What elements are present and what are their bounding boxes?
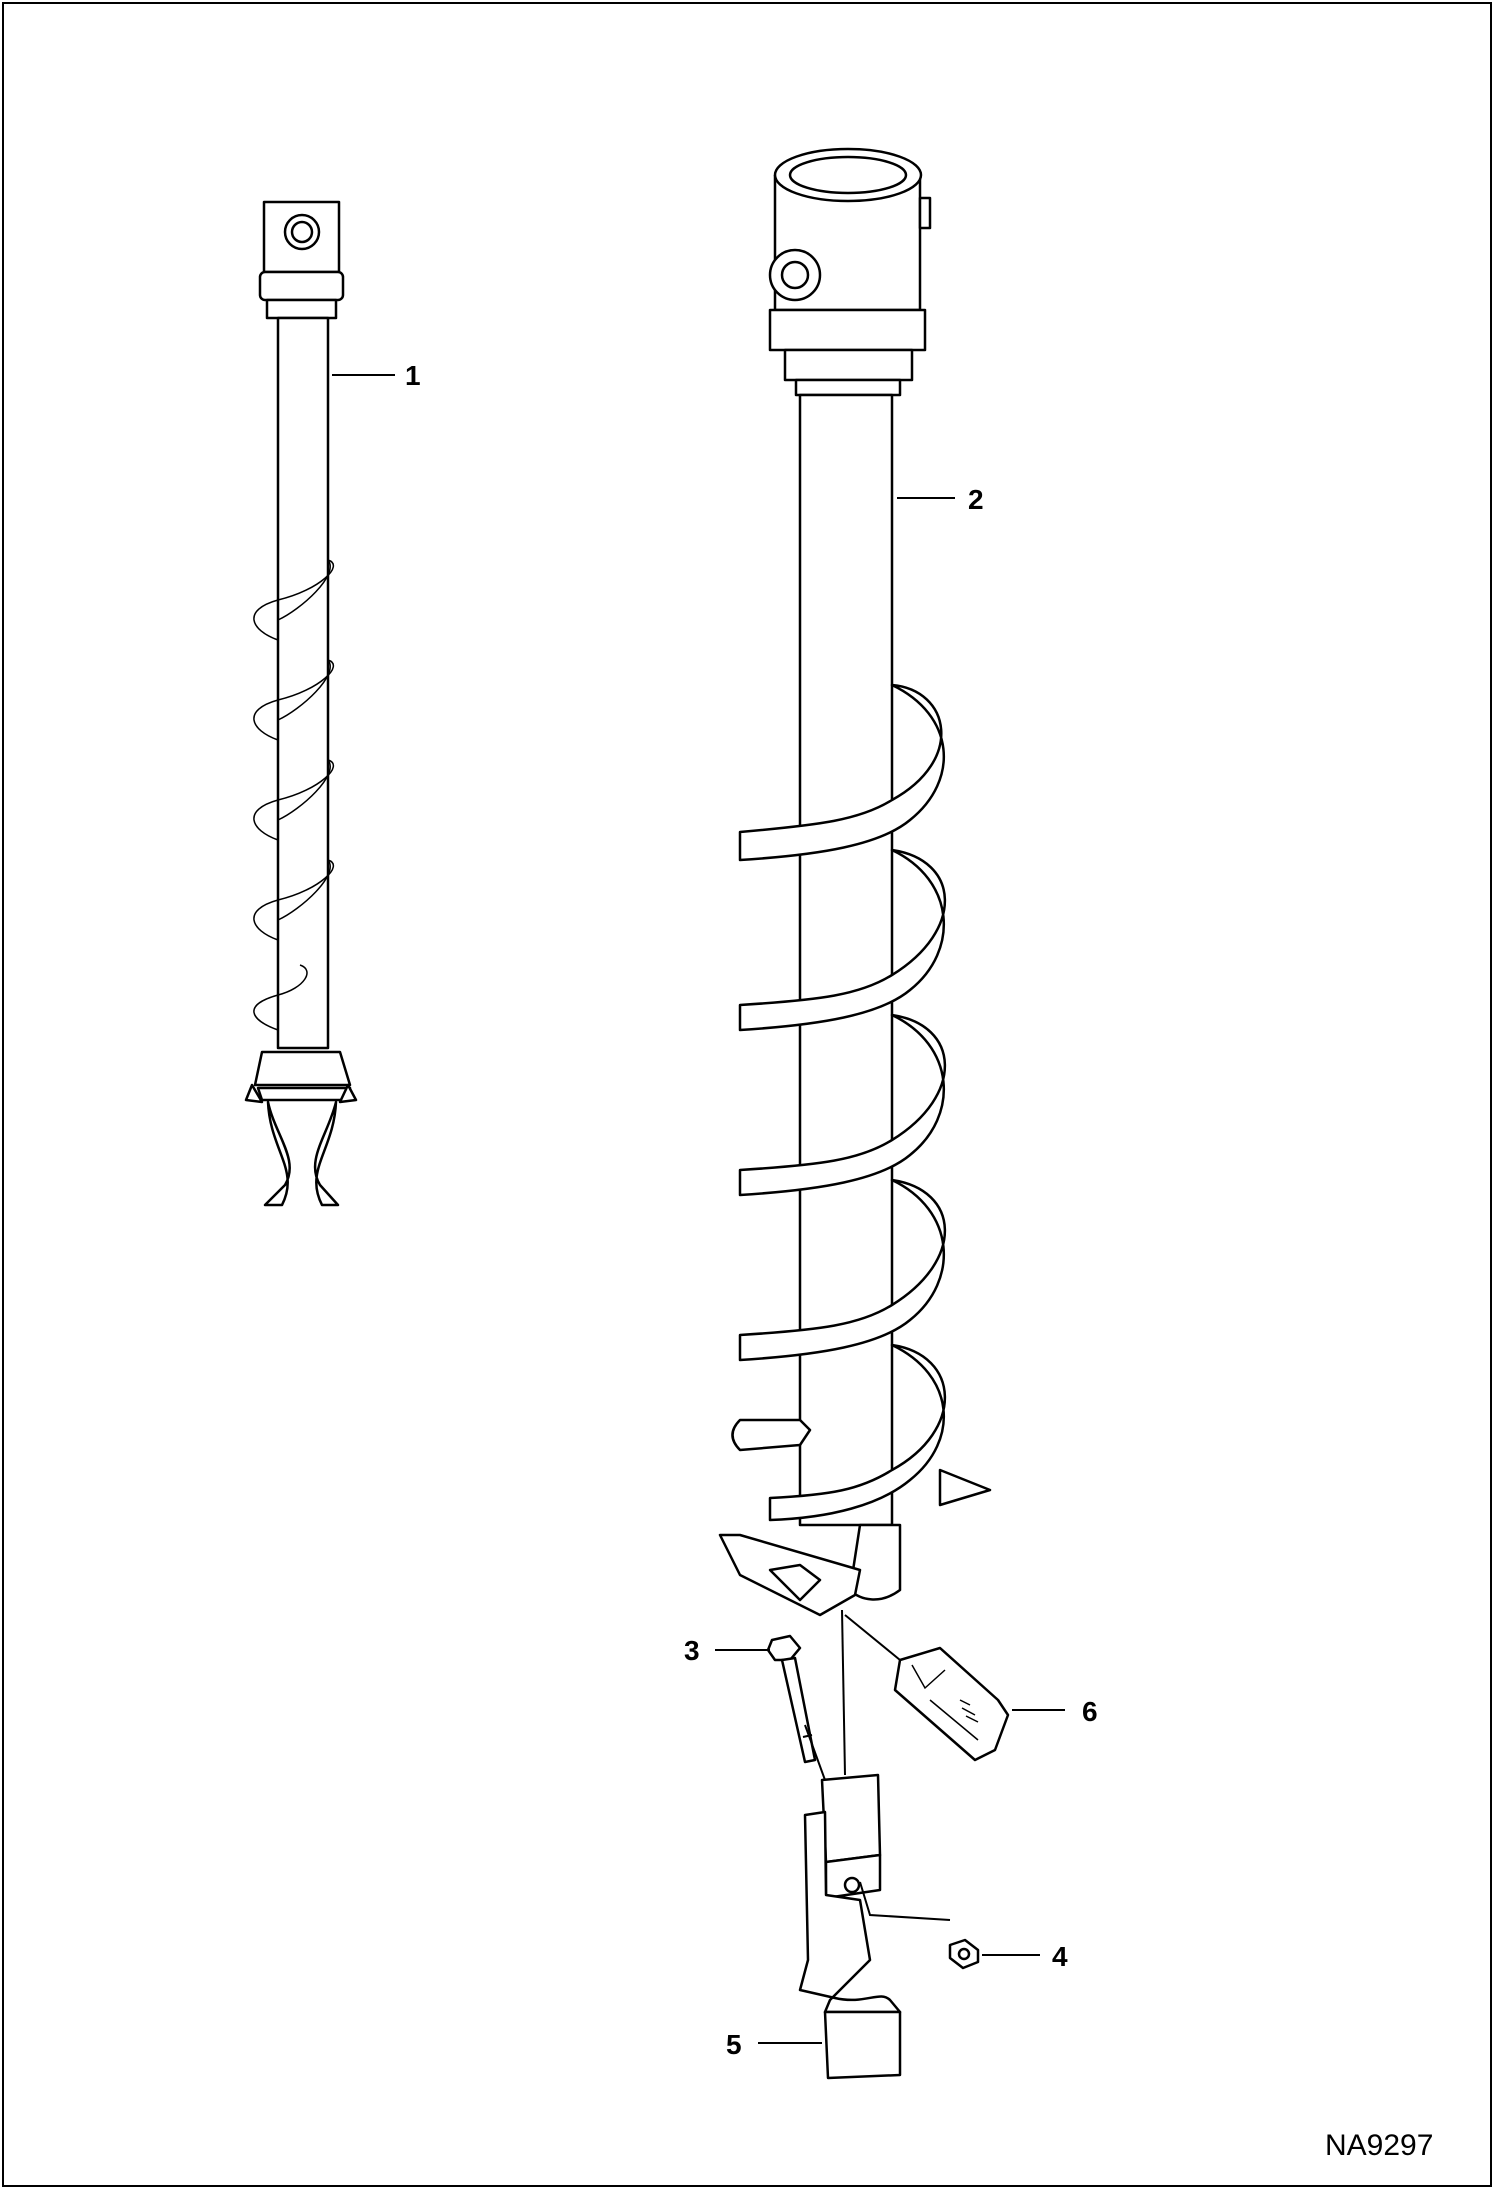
bolt	[766, 1634, 817, 1764]
assembly-line-pilot	[841, 1609, 846, 1776]
callout-6: 6	[1082, 1696, 1098, 1727]
leader-lines	[332, 374, 1065, 2044]
callout-3: 3	[684, 1635, 700, 1666]
nut	[948, 1938, 980, 1970]
figure-code: NA9297	[1325, 2129, 1433, 2162]
pilot-bit	[798, 1773, 902, 2080]
callout-5: 5	[726, 2029, 742, 2060]
callout-2: 2	[968, 484, 984, 515]
callout-1: 1	[405, 360, 421, 391]
small-auger	[244, 200, 358, 1207]
assembly-line-bolt	[804, 1724, 826, 1781]
large-flighting	[731, 683, 947, 1522]
callout-4: 4	[1052, 1941, 1068, 1972]
large-auger	[718, 147, 992, 1617]
tooth	[893, 1646, 1010, 1762]
leader-4b	[859, 1881, 951, 1921]
assembly-line-tooth	[844, 1614, 901, 1661]
